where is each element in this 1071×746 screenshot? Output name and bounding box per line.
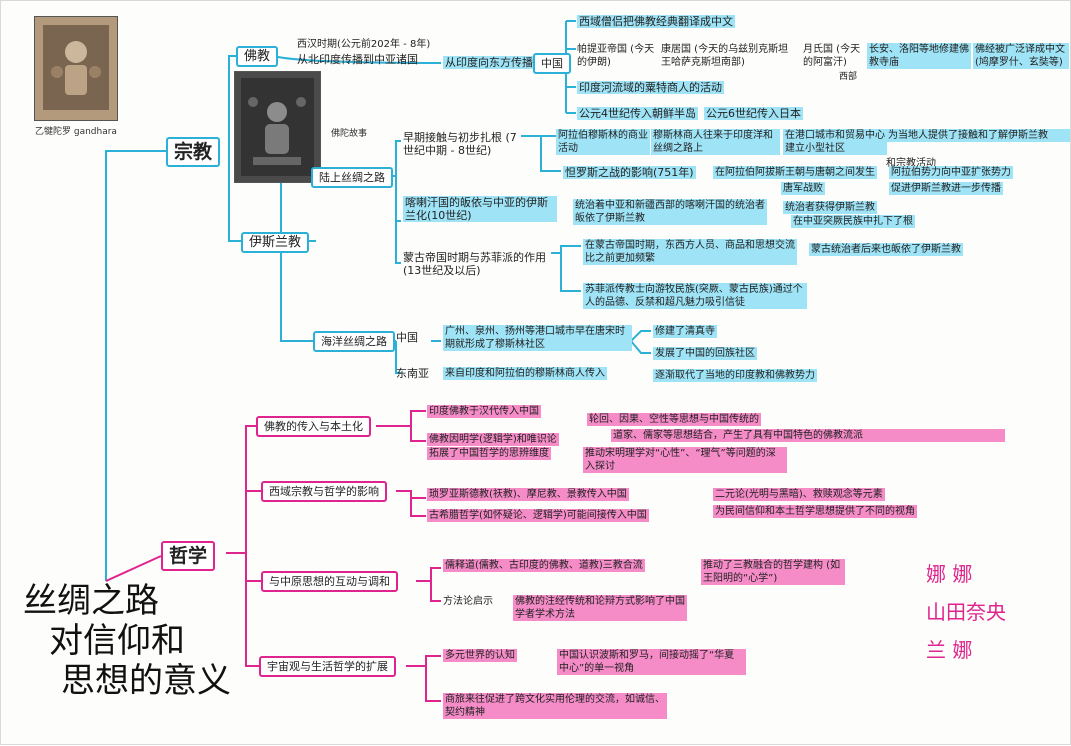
islam-early-item: 在港口城市和贸易中心建立小型社区 (783, 129, 887, 155)
islam-talas-item: 唐军战败 (781, 182, 825, 195)
title-line-1: 丝绸之路 (23, 581, 159, 621)
sea-southeast-asia: 东南亚 (396, 367, 429, 380)
islam-mongol-item: 在蒙古帝国时期，东西方人员、商品和思想交流比之前更加频繁 (583, 239, 797, 265)
buddhism-item: 月氏国 (今天的阿富汗) (803, 44, 861, 68)
buddhism-item: 佛经被广泛译成中文 (鸠摩罗什、玄奘等) (973, 43, 1069, 69)
philosophy-node: 哲学 (161, 541, 216, 571)
buddhism-item: 公元4世纪传入朝鲜半岛 (577, 107, 698, 120)
buddhism-from-india: 从印度向东方传播 (443, 56, 535, 69)
buddhism-item: 西部 (839, 72, 858, 82)
philosophy-item: 中国认识波斯和罗马，间接动摇了“华夏中心”的单一视角 (557, 649, 746, 675)
islam-karakhanid-item: 统治着中亚和新疆西部的喀喇汗国的统治者皈依了伊斯兰教 (573, 199, 767, 225)
relief-caption: 佛陀故事 (331, 129, 368, 139)
buddhism-item: 长安、洛阳等地修建佛教寺庙 (867, 43, 971, 69)
philosophy-item: 方法论启示 (443, 596, 493, 607)
islam-karakhanid-item: 在中亚突厥民族中扎下了根 (791, 215, 915, 228)
author-1: 娜 娜 (926, 562, 973, 586)
philosophy-item: 儒释道(儒教、古印度的佛教、道教)三教合流 (443, 559, 645, 572)
philosophy-item: 道家、儒家等思想结合，产生了具有中国特色的佛教流派 (611, 429, 1005, 442)
philosophy-item: 商旅来往促进了跨文化实用伦理的交流，如诚信、契约精神 (443, 693, 667, 719)
islam-mongol-item: 苏菲派传教士向游牧民族(突厥、蒙古民族)通过个人的品德、反禁和超凡魅力吸引信徒 (583, 283, 807, 309)
buddhism-period: 西汉时期(公元前202年 - 8年) (297, 39, 431, 50)
sea-china: 中国 (396, 331, 418, 344)
title-line-3: 思想的意义 (61, 661, 231, 701)
philosophy-item: 佛教因明学(逻辑学)和唯识论 (427, 433, 559, 446)
sea-silk-road-node: 海洋丝绸之路 (313, 331, 395, 352)
author-3: 兰 娜 (926, 638, 973, 662)
gandhara-caption: 乙犍陀罗 gandhara (35, 127, 117, 137)
sea-asia-item: 逐渐取代了当地的印度教和佛教势力 (653, 369, 817, 382)
philosophy-item: 二元论(光明与黑暗)、救赎观念等元素 (713, 488, 885, 501)
philosophy-branch-0: 佛教的传入与本土化 (256, 416, 371, 437)
land-silk-road-node: 陆上丝绸之路 (311, 167, 393, 188)
islam-talas-item: 促进伊斯兰教进一步传播 (889, 182, 1003, 195)
buddhism-spread: 从北印度传播到中亚诸国 (297, 53, 418, 66)
buddhism-item: 公元6世纪传入日本 (704, 107, 803, 120)
islam-early: 早期接触与初步扎根 (7世纪中期 - 8世纪) (403, 131, 517, 157)
islam-early-item: 和宗教活动 (886, 158, 936, 169)
philosophy-branch-2: 与中原思想的互动与调和 (261, 571, 398, 592)
buddha-relief-photo (234, 71, 321, 183)
author-2: 山田奈央 (926, 600, 1006, 624)
philosophy-item: 为民间信仰和本土哲学思想提供了不同的视角 (713, 505, 917, 518)
buddhism-item: 帕提亚帝国 (今天的伊朗) (577, 44, 655, 68)
philosophy-branch-1: 西域宗教与哲学的影响 (261, 481, 387, 502)
philosophy-item: 轮回、因果、空性等思想与中国传统的 (587, 413, 761, 426)
buddhism-item: 西域僧侣把佛教经典翻译成中文 (577, 15, 735, 28)
philosophy-item: 琐罗亚斯德教(祆教)、摩尼教、景教传入中国 (427, 488, 629, 501)
philosophy-item: 印度佛教于汉代传入中国 (427, 405, 541, 418)
islam-early-item: 阿拉伯穆斯林的商业活动 (556, 129, 650, 155)
buddhism-item: 康居国 (今天的乌兹别克斯坦王哈萨克斯坦南部) (661, 44, 789, 68)
buddhism-china: 中国 (533, 53, 571, 74)
religion-node: 宗教 (166, 137, 221, 167)
philosophy-item: 推动了三教融合的哲学建构 (如王阳明的“心学”) (701, 559, 845, 585)
islam-mongol-item: 蒙古统治者后来也皈依了伊斯兰教 (809, 243, 963, 256)
philosophy-branch-3: 宇宙观与生活哲学的扩展 (259, 656, 396, 677)
islam-early-item: 穆斯林商人往来于印度洋和丝绸之路上 (651, 129, 780, 155)
islam-karakhanid: 喀喇汗国的皈依与中亚的伊斯兰化(10世纪) (403, 196, 557, 222)
islam-mongol: 蒙古帝国时期与苏菲派的作用 (13世纪及以后) (403, 251, 546, 277)
sea-asia-item: 来自印度和阿拉伯的穆斯林商人传入 (443, 367, 607, 380)
gandhara-statue-photo (34, 16, 118, 121)
islam-node: 伊斯兰教 (241, 232, 310, 253)
islam-talas-item: 在阿拉伯阿拔斯王朝与唐朝之间发生 (713, 166, 877, 179)
islam-talas: 怛罗斯之战的影响(751年) (563, 166, 696, 179)
title-line-2: 对信仰和 (49, 621, 185, 661)
philosophy-item: 拓展了中国哲学的思辨维度 (427, 447, 551, 460)
sea-china-item: 广州、泉州、扬州等港口城市早在唐宋时期就形成了穆斯林社区 (443, 325, 632, 351)
islam-talas-item: 阿拉伯势力向中亚扩张势力 (889, 166, 1013, 179)
philosophy-item: 多元世界的认知 (443, 649, 517, 662)
buddhism-node: 佛教 (236, 46, 279, 67)
philosophy-item: 推动宋明理学对“心性”、“理气”等问题的深入探讨 (583, 447, 787, 473)
philosophy-item: 古希腊哲学(如怀疑论、逻辑学)可能间接传入中国 (427, 509, 649, 522)
sea-china-item: 修建了清真寺 (653, 325, 717, 338)
islam-karakhanid-item: 统治者获得伊斯兰教 (783, 201, 877, 214)
philosophy-item: 佛教的注经传统和论辩方式影响了中国学者学术方法 (513, 595, 687, 621)
islam-early-item: 为当地人提供了接触和了解伊斯兰教 (886, 129, 1070, 142)
sea-china-item: 发展了中国的回族社区 (653, 347, 757, 360)
buddhism-item: 印度河流域的粟特商人的活动 (577, 81, 724, 94)
